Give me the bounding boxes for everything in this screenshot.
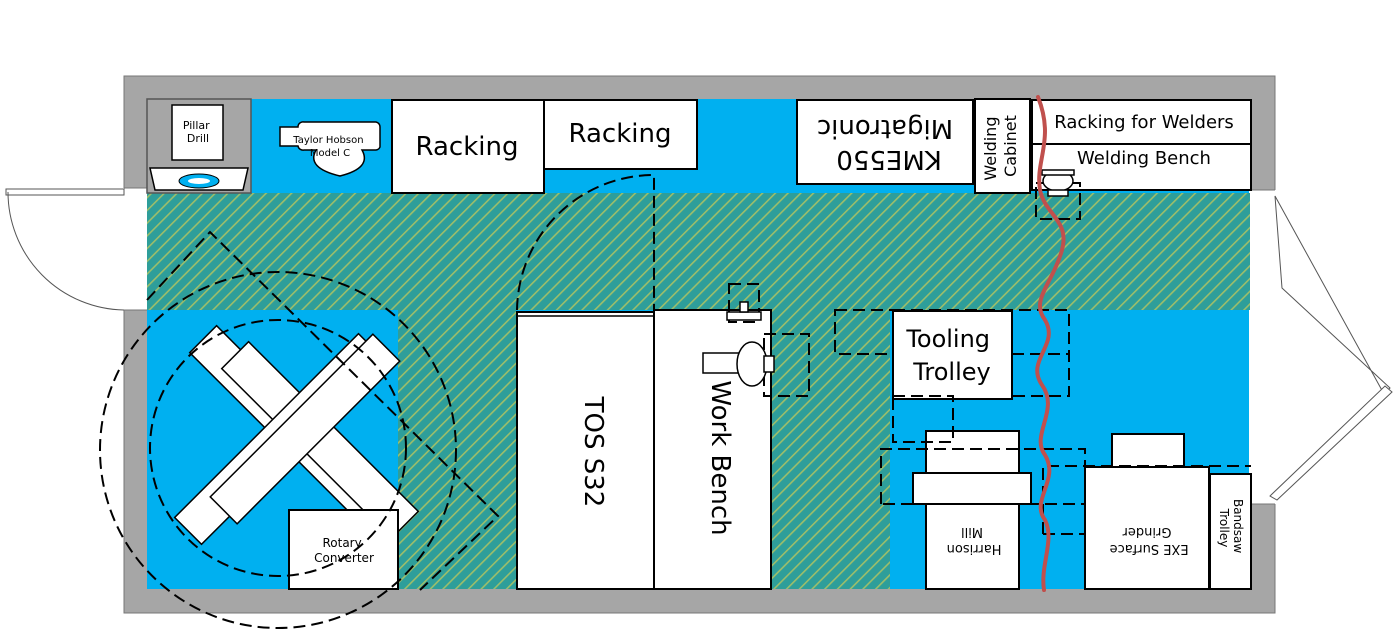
welding-cabinet: Welding Cabinet [974,98,1031,194]
racking-1: Racking [391,99,545,194]
welding-bench-label: Welding Bench [1077,148,1211,169]
racking-2-label: Racking [569,119,672,149]
left-door [5,188,125,311]
welding-cabinet-label: Welding Cabinet [981,111,1020,180]
welding-cable-route [1035,95,1066,592]
work-bench-vice-side [702,333,810,397]
rotary-converter-label: Rotary Converter [314,536,374,565]
pillar-drill: Pillar Drill [146,98,252,194]
rotary-converter-area: Rotary Converter [173,324,420,590]
taylor-hobson-label: Taylor Hobson Model C [292,135,367,159]
racking-2: Racking [543,99,698,170]
taylor-hobson-machine: Taylor Hobson Model C [279,121,381,177]
migatronic-welder: KME550 Migatronic [796,99,974,185]
racking-for-welders: Racking for Welders [1031,99,1252,145]
tos-s32-label: TOS S32 [578,396,608,508]
tooling-trolley-label: Tooling Trolley [905,325,997,386]
harrison-mill-label: Harrison Mill [943,524,1002,556]
exe-surface-grinder: EXE Surface Grinder [1084,433,1210,590]
bandsaw-trolley-label: Bandsaw Trolley [1217,499,1245,557]
migatronic-label: KME550 Migatronic [817,113,953,174]
crossed-timber-stack [173,324,420,546]
right-double-door [1269,195,1393,501]
racking-welders-label: Racking for Welders [1054,112,1234,133]
tooling-trolley: Tooling Trolley [892,310,1013,400]
pillar-drill-label: Pillar Drill [183,119,213,145]
racking-1-label: Racking [416,132,519,162]
left-door-opening [122,188,149,310]
tos-s32-lathe: TOS S32 [516,311,655,590]
swing-clearance-lines [99,173,655,629]
right-door-opening [1249,190,1277,504]
bandsaw-trolley: Bandsaw Trolley [1209,473,1252,590]
work-bench-label: Work Bench [705,380,735,535]
work-bench-vice-top [726,283,762,323]
exe-grinder-label: EXE Surface Grinder [1105,524,1188,556]
walkway-zone [147,193,1250,589]
harrison-mill: Harrison Mill [912,430,1032,590]
